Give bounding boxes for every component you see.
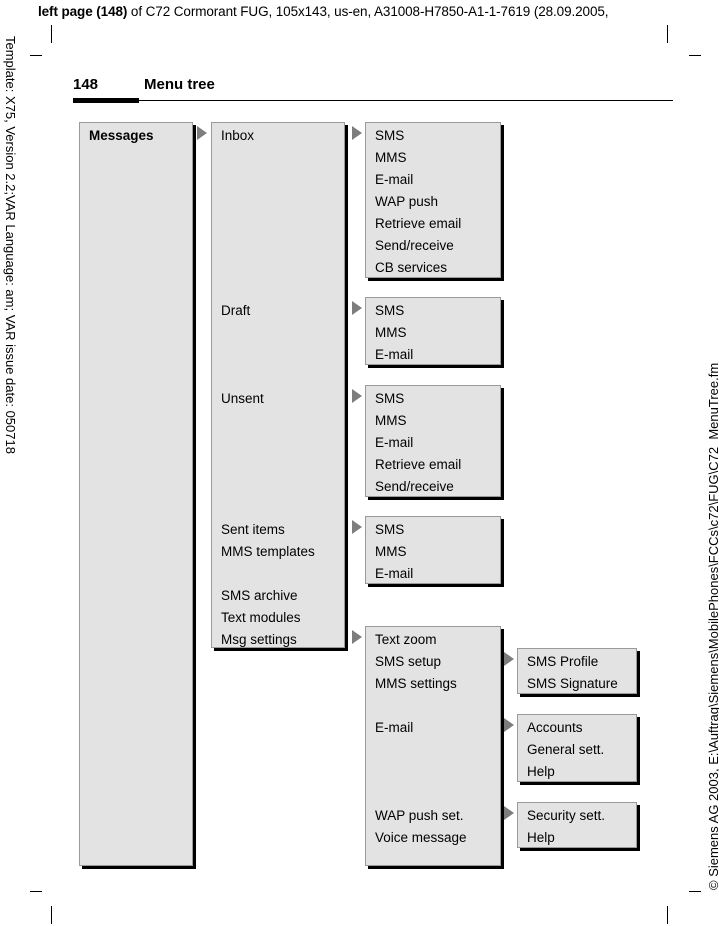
menu-item-sms-setup[interactable]: SMS setup (375, 654, 442, 669)
arrow-sms-setup-to-submenu (504, 652, 514, 666)
menu-box-messages[interactable]: Messages (79, 122, 193, 866)
menu-box-sms-setup-submenu[interactable]: SMS Profile SMS Signature (517, 648, 637, 694)
menu-box-wap-push-submenu[interactable]: Security sett. Help (517, 802, 637, 848)
menu-item-mms-templates[interactable]: MMS templates (221, 544, 315, 559)
menu-item-sms-archive[interactable]: SMS archive (221, 588, 298, 603)
menu-item-unsent-mms[interactable]: MMS (375, 413, 407, 428)
menu-box-inbox-submenu[interactable]: SMS MMS E-mail WAP push Retrieve email S… (365, 122, 501, 278)
menu-item-inbox-mms[interactable]: MMS (375, 150, 407, 165)
crop-mark-bottom-left (51, 906, 52, 924)
menu-item-text-zoom[interactable]: Text zoom (375, 632, 437, 647)
menu-item-text-modules[interactable]: Text modules (221, 610, 301, 625)
running-head: left page (148) of C72 Cormorant FUG, 10… (38, 4, 609, 19)
menu-item-sent-email[interactable]: E-mail (375, 566, 414, 581)
arrow-messages-to-level2 (197, 126, 207, 140)
menu-item-sent-items[interactable]: Sent items (221, 522, 285, 537)
menu-item-draft[interactable]: Draft (221, 303, 251, 318)
menu-box-messages-submenu[interactable]: Inbox Draft Unsent Sent items MMS templa… (211, 122, 345, 648)
menu-item-inbox-sms[interactable]: SMS (375, 128, 405, 143)
template-side-note: Template: X75, Version 2.2;VAR Language:… (3, 36, 18, 454)
trim-mark-left-top (30, 55, 42, 56)
menu-item-wap-push-set[interactable]: WAP push set. (375, 808, 464, 823)
crop-mark-top-right (667, 25, 668, 43)
menu-item-sms-signature[interactable]: SMS Signature (527, 676, 618, 691)
menu-item-inbox-send-receive[interactable]: Send/receive (375, 238, 454, 253)
menu-item-unsent-send-receive[interactable]: Send/receive (375, 479, 454, 494)
menu-item-unsent-sms[interactable]: SMS (375, 391, 405, 406)
menu-item-inbox-email[interactable]: E-mail (375, 172, 414, 187)
menu-box-email-settings-submenu[interactable]: Accounts General sett. Help (517, 714, 637, 782)
menu-item-email-setup[interactable]: E-mail (375, 720, 414, 735)
header-rule-thick (73, 98, 139, 103)
menu-item-email-help[interactable]: Help (527, 764, 555, 779)
copyright-side-note: © Siemens AG 2003, E:\Auftrag\Siemens\Mo… (706, 362, 719, 890)
menu-box-msg-settings-submenu[interactable]: Text zoom SMS setup MMS settings E-mail … (365, 626, 501, 866)
crop-mark-bottom-right (667, 906, 668, 924)
menu-item-inbox-wap-push[interactable]: WAP push (375, 194, 439, 209)
crop-mark-top-left (51, 25, 52, 43)
menu-item-unsent-email[interactable]: E-mail (375, 435, 414, 450)
menu-item-inbox[interactable]: Inbox (221, 128, 255, 143)
trim-mark-left-bottom (30, 891, 42, 892)
menu-item-inbox-cb-services[interactable]: CB services (375, 260, 448, 275)
menu-box-sent-items-submenu[interactable]: SMS MMS E-mail (365, 516, 501, 584)
arrow-unsent-to-submenu (352, 389, 362, 403)
header-rule-thin (73, 100, 673, 101)
menu-item-draft-sms[interactable]: SMS (375, 303, 405, 318)
menu-item-unsent[interactable]: Unsent (221, 391, 264, 406)
menu-box-unsent-submenu[interactable]: SMS MMS E-mail Retrieve email Send/recei… (365, 385, 501, 497)
menu-item-wap-security-sett[interactable]: Security sett. (527, 808, 606, 823)
arrow-email-setup-to-submenu (504, 718, 514, 732)
menu-item-sent-sms[interactable]: SMS (375, 522, 405, 537)
menu-item-inbox-retrieve-email[interactable]: Retrieve email (375, 216, 462, 231)
menu-item-wap-help[interactable]: Help (527, 830, 555, 845)
page-title: Menu tree (144, 76, 215, 93)
page-header: 148 Menu tree (73, 76, 673, 106)
menu-item-voice-message[interactable]: Voice message (375, 830, 467, 845)
trim-mark-right-bottom (689, 891, 701, 892)
trim-mark-right-top (689, 55, 701, 56)
menu-item-draft-mms[interactable]: MMS (375, 325, 407, 340)
arrow-msg-settings-to-submenu (352, 630, 362, 644)
menu-box-draft-submenu[interactable]: SMS MMS E-mail (365, 297, 501, 365)
menu-item-sent-mms[interactable]: MMS (375, 544, 407, 559)
running-head-bold: left page (148) (38, 4, 128, 19)
menu-item-msg-settings[interactable]: Msg settings (221, 632, 297, 647)
menu-item-email-accounts[interactable]: Accounts (527, 720, 583, 735)
menu-item-sms-profile[interactable]: SMS Profile (527, 654, 599, 669)
arrow-sent-items-to-submenu (352, 520, 362, 534)
menu-item-email-general-sett[interactable]: General sett. (527, 742, 605, 757)
menu-item-unsent-retrieve-email[interactable]: Retrieve email (375, 457, 462, 472)
arrow-inbox-to-submenu (352, 126, 362, 140)
arrow-wap-push-set-to-submenu (504, 806, 514, 820)
menu-item-messages[interactable]: Messages (89, 128, 154, 143)
menu-item-draft-email[interactable]: E-mail (375, 347, 414, 362)
page-number: 148 (73, 76, 99, 93)
running-head-rest: of C72 Cormorant FUG, 105x143, us-en, A3… (127, 4, 609, 19)
arrow-draft-to-submenu (352, 301, 362, 315)
menu-item-mms-settings[interactable]: MMS settings (375, 676, 457, 691)
